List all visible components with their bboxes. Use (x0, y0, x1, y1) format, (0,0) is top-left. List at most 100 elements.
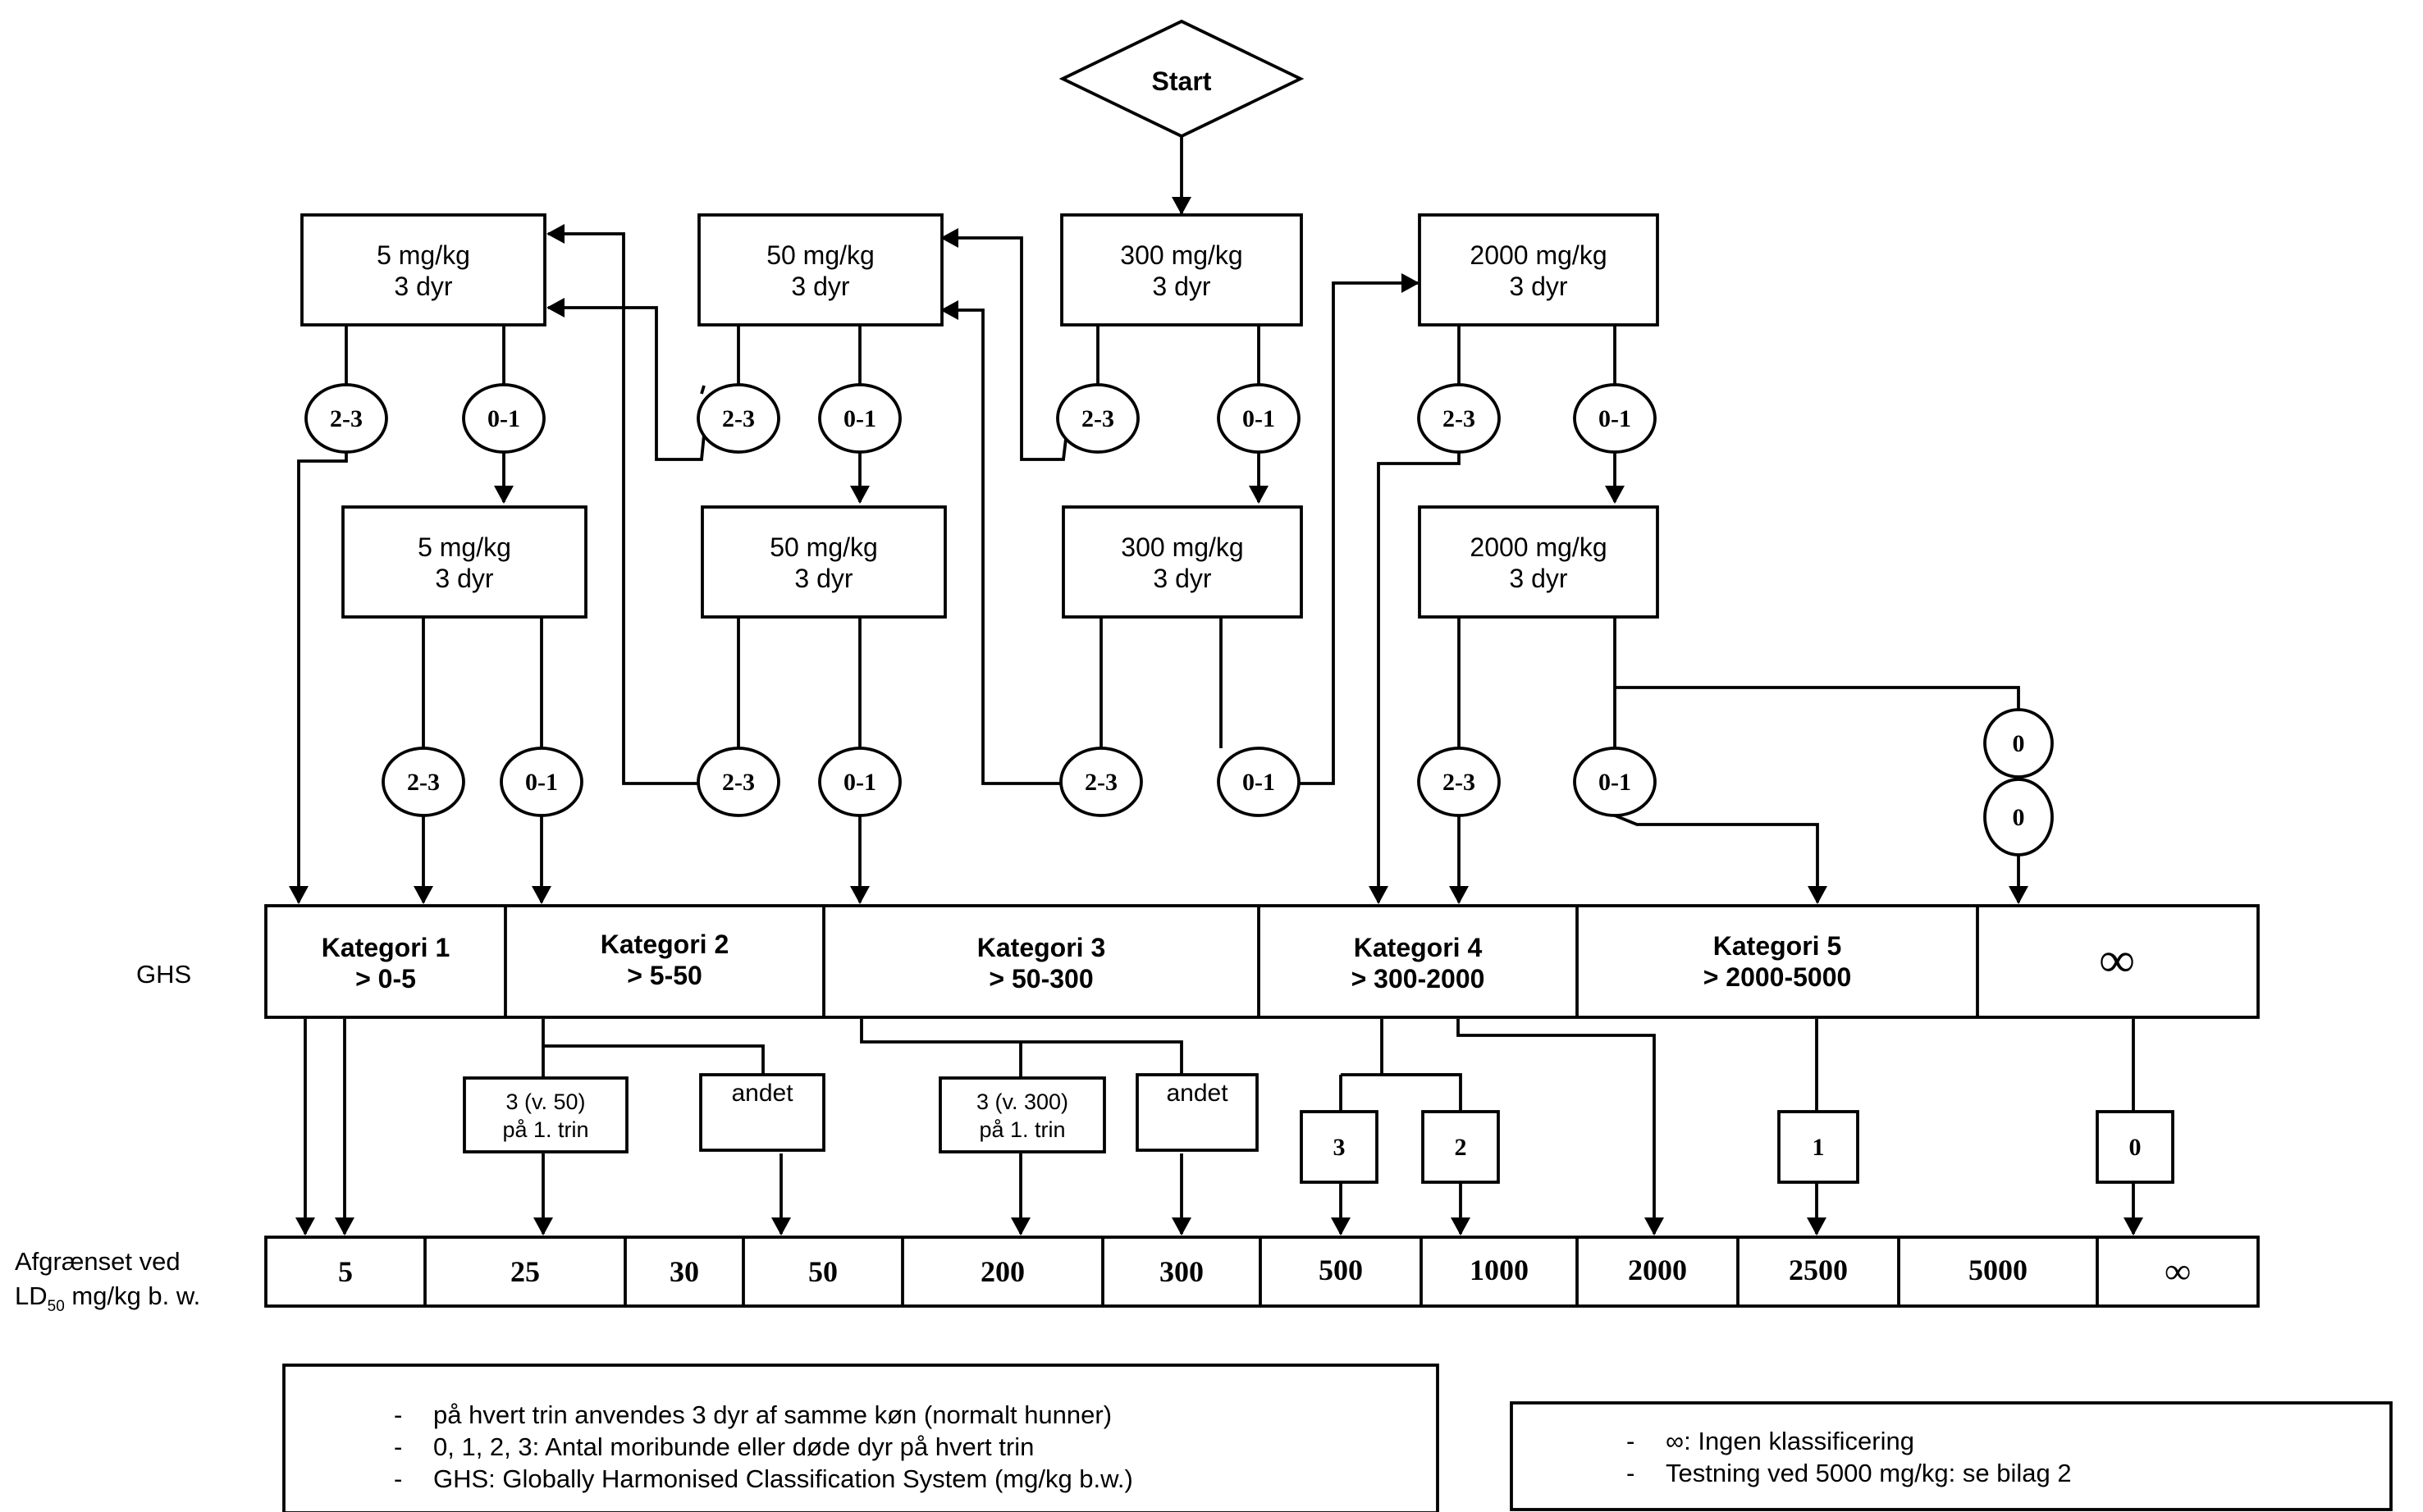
animals-label: 3 dyr (1509, 564, 1567, 593)
ghs-category-row: Kategori 1> 0-5 Kategori 2> 5-50 Kategor… (264, 904, 2260, 1019)
start-label: Start (1152, 66, 1212, 96)
svg-text:> 5-50: > 5-50 (627, 961, 702, 990)
svg-text:-: - (394, 1432, 402, 1461)
sub-box-k4-2: 2 (1421, 1110, 1500, 1184)
svg-text:0-1: 0-1 (1242, 405, 1275, 432)
svg-text:2-3: 2-3 (407, 769, 440, 796)
svg-text:> 0-5: > 0-5 (355, 964, 416, 994)
outcome-circle: 2-3 (304, 383, 388, 454)
dose-label: 50 mg/kg (766, 240, 875, 270)
outcome-circle: 2-3 (1417, 747, 1501, 817)
outcome-circle: 2-3 (697, 383, 780, 454)
note-line: Testning ved 5000 mg/kg: se bilag 2 (1666, 1459, 2072, 1487)
ld50-value: 25 (510, 1255, 540, 1288)
outcome-circle: 2-3 (382, 747, 465, 817)
ld50-value: 1000 (1470, 1254, 1529, 1286)
svg-text:> 2000-5000: > 2000-5000 (1703, 962, 1852, 992)
svg-text:andet: andet (1166, 1080, 1228, 1107)
ld50-value: 500 (1319, 1254, 1363, 1286)
ghs-category-5: Kategori 5> 2000-5000 (1703, 931, 1852, 992)
ld50-value: ∞ (2165, 1251, 2190, 1291)
ghs-category-2: Kategori 2> 5-50 (601, 930, 729, 990)
sub-box-k3-first-step: 3 (v. 300) på 1. trin (939, 1076, 1106, 1153)
connectors (289, 131, 2143, 1236)
svg-text:Kategori 1: Kategori 1 (322, 933, 450, 962)
dose-label: 5 mg/kg (418, 532, 511, 562)
svg-text:andet: andet (731, 1080, 793, 1107)
ld50-value: 2500 (1789, 1254, 1848, 1286)
svg-text:0-1: 0-1 (1598, 405, 1631, 432)
ld50-value: 5 (338, 1255, 353, 1288)
svg-text:-: - (1626, 1427, 1634, 1455)
sub-box-k3-other: andet (1136, 1073, 1259, 1152)
outcome-circle: 0-1 (818, 383, 902, 454)
animals-label: 3 dyr (1152, 272, 1210, 301)
start-node: Start (1058, 19, 1305, 139)
svg-text:3 (v. 50): 3 (v. 50) (505, 1089, 585, 1114)
svg-text:∞: ∞ (2100, 933, 2135, 987)
svg-text:0-1: 0-1 (487, 405, 520, 432)
sub-box-k2-other: andet (699, 1073, 825, 1152)
sub-box-k4-3: 3 (1300, 1110, 1378, 1184)
svg-text:-: - (394, 1400, 402, 1429)
animals-label: 3 dyr (1509, 272, 1567, 301)
outcome-circle: 0-1 (500, 747, 583, 817)
svg-text:0: 0 (2013, 804, 2025, 831)
svg-text:2-3: 2-3 (1081, 405, 1114, 432)
ghs-category-1: Kategori 1> 0-5 (322, 933, 450, 994)
outcome-circle: 2-3 (1059, 747, 1143, 817)
outcome-circle: 2-3 (1417, 383, 1501, 454)
sub-box-inf-0: 0 (2096, 1110, 2174, 1184)
ld50-value: 30 (670, 1255, 699, 1288)
ld50-value: 5000 (1968, 1254, 2028, 1286)
svg-text:> 300-2000: > 300-2000 (1351, 964, 1485, 994)
outcome-circle: 0-1 (1573, 747, 1657, 817)
animals-label: 3 dyr (1153, 564, 1211, 593)
svg-text:0-1: 0-1 (525, 769, 558, 796)
svg-text:på 1. trin: på 1. trin (979, 1117, 1065, 1142)
notes-left: - på hvert trin anvendes 3 dyr af samme … (282, 1364, 1439, 1512)
svg-text:> 50-300: > 50-300 (989, 964, 1093, 994)
outcome-circle: 2-3 (697, 747, 780, 817)
svg-text:3: 3 (1333, 1134, 1346, 1161)
dose-box-300-top: 300 mg/kg 3 dyr (1060, 213, 1303, 327)
dose-label: 2000 mg/kg (1470, 240, 1607, 270)
sub-box-k2-first-step: 3 (v. 50) på 1. trin (463, 1076, 629, 1153)
svg-text:0-1: 0-1 (1598, 769, 1631, 796)
svg-text:2-3: 2-3 (1085, 769, 1118, 796)
animals-label: 3 dyr (435, 564, 493, 593)
note-line: ∞: Ingen klassificering (1666, 1427, 1914, 1455)
outcome-circle: 0-1 (462, 383, 546, 454)
ghs-label: GHS (136, 960, 191, 989)
outcome-circle: 0 (1983, 778, 2054, 856)
svg-text:0-1: 0-1 (1242, 769, 1275, 796)
ld50-value: 200 (981, 1255, 1025, 1288)
svg-text:Kategori 3: Kategori 3 (977, 933, 1105, 962)
ld50-value: 300 (1159, 1255, 1204, 1288)
note-line: GHS: Globally Harmonised Classification … (433, 1464, 1133, 1493)
ghs-category-unclassified: ∞ (2100, 933, 2135, 987)
sub-box-k5-1: 1 (1777, 1110, 1859, 1184)
ld50-value-row: 5 25 30 50 200 300 500 1000 2000 2500 50… (264, 1236, 2260, 1308)
dose-label: 2000 mg/kg (1470, 532, 1607, 562)
dose-label: 300 mg/kg (1120, 240, 1242, 270)
dose-box-300-bottom: 300 mg/kg 3 dyr (1062, 505, 1303, 619)
outcome-circle: 0-1 (1573, 383, 1657, 454)
dose-label: 5 mg/kg (377, 240, 470, 270)
outcome-circle: 0-1 (1217, 747, 1301, 817)
dose-label: 50 mg/kg (770, 532, 878, 562)
svg-text:2-3: 2-3 (722, 405, 755, 432)
ghs-category-3: Kategori 3> 50-300 (977, 933, 1105, 994)
animals-label: 3 dyr (394, 272, 452, 301)
dose-box-5-top: 5 mg/kg 3 dyr (300, 213, 546, 327)
dose-box-2000-top: 2000 mg/kg 3 dyr (1418, 213, 1659, 327)
dose-box-50-top: 50 mg/kg 3 dyr (697, 213, 944, 327)
ld50-value: 2000 (1628, 1254, 1687, 1286)
svg-text:3 (v. 300): 3 (v. 300) (976, 1089, 1068, 1114)
note-line: 0, 1, 2, 3: Antal moribunde eller døde d… (433, 1432, 1034, 1461)
outcome-circle: 0-1 (1217, 383, 1301, 454)
svg-text:2-3: 2-3 (1442, 769, 1475, 796)
svg-text:0-1: 0-1 (843, 405, 876, 432)
dose-label: 300 mg/kg (1121, 532, 1243, 562)
